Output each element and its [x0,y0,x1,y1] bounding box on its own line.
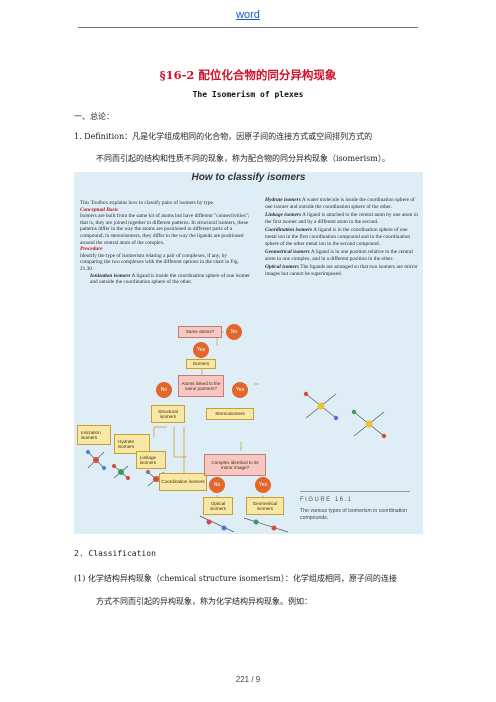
stereoisomers-box: Stereoisomers [206,408,254,420]
page-title: §16-2 配位化合物的同分异构现象 [159,68,337,82]
definition-line-1: 1. Definition：凡是化学组成相同的化合物，因原子间的连接方式或空间排… [74,132,373,141]
conceptual-basis-heading: Conceptual Basis [80,206,119,213]
coordination-text: A ligand is in the coordination sphere o… [265,227,411,247]
ionization-text: A ligand is inside the coordination sphe… [90,272,250,286]
definition-line-2: 不同而引起的结构和性质不同的现象，称为配合物的同分异构现象（isomerism）… [96,154,390,163]
linkage-definition: Linkage isomers A ligand is attached to … [265,212,418,225]
figure-intro: This Toolbox explains how to classify pa… [80,200,215,206]
optical-isomers-box: Optical isomers [203,497,233,515]
right-column-text: Hydrate isomers A water molecule is insi… [265,197,418,278]
classification-line-1: (1) 化学结构异构现象（chemical structure isomeris… [74,574,397,583]
coordination-isomers-box: Coordination isomers [159,473,207,491]
header-divider [78,27,418,28]
word-link[interactable]: word [236,9,260,21]
page-number: 221 / 9 [235,675,261,684]
geometrical-isomers-box: Geometrical isomers [246,497,284,515]
figure-title: How to classify isomers [191,172,306,183]
no-circle-1: No [226,324,242,340]
geometrical-definition: Geometrical isomers A ligand is in one p… [265,249,418,262]
mirror-image-box: Complex identical to its mirror image? [204,454,266,476]
flowchart-connectors [86,331,387,533]
no-circle-3: No [209,477,225,493]
structural-isomers-box: Structural isomers [151,405,185,423]
caption-divider [300,491,410,492]
hydrate-isomers-box: Hydrate isomers [114,434,150,454]
molecule-decorations [86,391,387,533]
classification-line-2: 方式不同而引起的异构现象，称为化学结构异构现象。例如： [96,597,312,606]
atoms-linked-box: Atoms linked to the same partners? [178,375,224,397]
isomers-box: Isomers [186,359,216,369]
linkage-term: Linkage isomers [265,212,302,219]
left-column-text: This Toolbox explains how to classify pa… [80,200,250,286]
figure-panel: How to classify isomers This Toolbox exp… [74,172,423,534]
geometrical-text: A ligand is in one position relative to … [265,249,413,262]
yes-circle-1: Yes [193,342,209,358]
procedure-heading: Procedure [80,246,103,253]
figure-caption-text: The various types of isomerism in coordi… [300,508,407,521]
coordination-definition: Coordination isomers A ligand is in the … [265,227,418,247]
hydrate-term: Hydrate isomers [265,197,301,203]
ionization-term: Ionization isomers [90,272,131,279]
yes-circle-2: Yes [232,382,248,398]
page-subtitle: The Isomerism of plexes [192,90,304,99]
optical-definition: Optical isomers The ligands are arranged… [265,264,418,277]
optical-text: The ligands are arranged so that two iso… [265,264,418,277]
ionization-isomers-box: Ionization isomers [77,425,111,445]
ionization-definition: Ionization isomers A ligand is inside th… [80,273,250,286]
conceptual-basis-text: Isomers are built from the same kit of a… [80,213,250,246]
optical-term: Optical isomers [265,264,299,271]
classification-heading: 2. Classification [74,549,156,558]
same-atoms-box: Same atoms? [178,326,222,338]
section-heading: 一、总论： [74,112,114,121]
procedure-text: Identify the type of isomerism relating … [80,252,239,272]
hydrate-text: A water molecule is inside the coordinat… [265,197,415,210]
no-circle-2: No [156,382,172,398]
hydrate-definition: Hydrate isomers A water molecule is insi… [265,197,418,210]
figure-caption-label: FIGURE 16.1 [300,497,353,503]
coordination-term: Coordination isomers [265,227,313,234]
geometrical-term: Geometrical isomers [265,249,310,256]
linkage-text: A ligand is attached to the central atom… [265,212,418,225]
yes-circle-3: Yes [255,477,271,493]
linkage-isomers-box: Linkage isomers [136,451,166,469]
